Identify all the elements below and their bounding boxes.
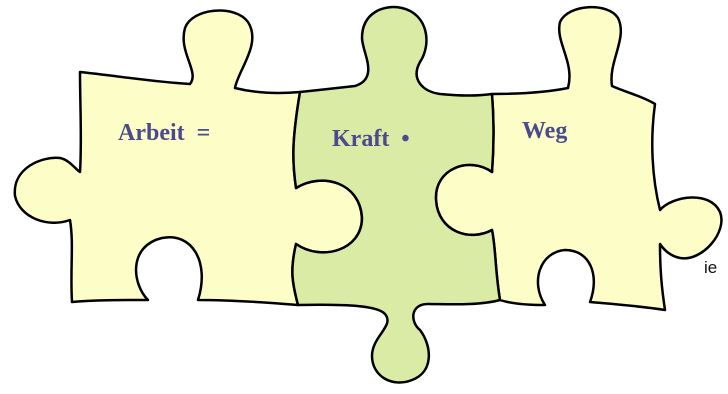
label-weg: Weg [522, 118, 567, 144]
label-kraft: Kraft • [332, 126, 410, 152]
puzzle-piece-kraft [291, 5, 502, 384]
label-arbeit: Arbeit = [118, 120, 210, 146]
side-text-fragment: ie [704, 258, 718, 277]
